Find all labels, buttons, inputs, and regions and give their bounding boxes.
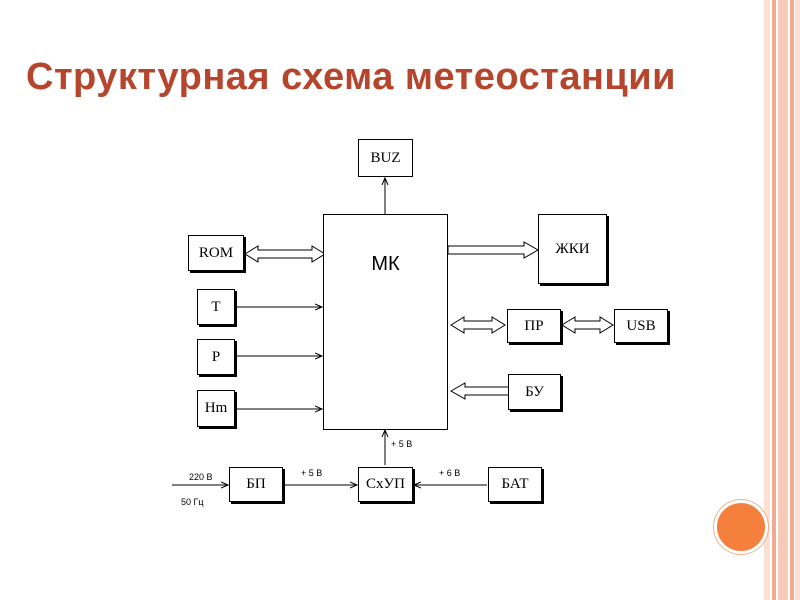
- block-pr: ПР: [507, 309, 561, 343]
- label-5v-mk: + 5 В: [391, 439, 413, 449]
- arrow-rom-mk: [244, 245, 326, 263]
- decorative-circle: [714, 500, 768, 554]
- block-t: Т: [197, 289, 235, 325]
- label-6v-bat: + 6 В: [439, 468, 461, 478]
- block-mk: МК: [323, 214, 448, 430]
- arrow-bu-mk: [449, 382, 511, 400]
- stripe: [790, 0, 794, 600]
- slide-title: Структурная схема метеостанции: [26, 56, 676, 98]
- arrow-pr-usb: [561, 316, 614, 334]
- block-bp: БП: [229, 467, 283, 502]
- arrow-mk-zhki: [447, 241, 540, 259]
- block-bat: БАТ: [488, 467, 542, 502]
- label-50hz: 50 Гц: [181, 497, 204, 507]
- block-rom: ROM: [188, 235, 244, 271]
- decorative-stripes: [764, 0, 800, 600]
- block-zhki: ЖКИ: [538, 214, 607, 284]
- stripe: [778, 0, 788, 600]
- stripe: [764, 0, 770, 600]
- block-buz: BUZ: [358, 139, 413, 177]
- arrow-mk-pr: [450, 316, 506, 334]
- block-p: Р: [197, 339, 235, 375]
- stripe: [795, 0, 800, 600]
- label-220v: 220 В: [189, 472, 213, 482]
- block-hm: Hm: [197, 390, 235, 427]
- stripe: [772, 0, 776, 600]
- label-5v-bp: + 5 В: [301, 468, 323, 478]
- block-schup: СхУП: [358, 467, 413, 502]
- block-usb: USB: [614, 309, 668, 343]
- block-bu: БУ: [508, 374, 561, 410]
